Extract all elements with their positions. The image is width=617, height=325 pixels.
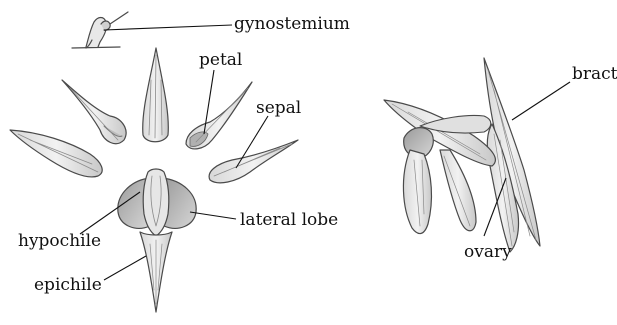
upper-left-petal-drawing [62, 80, 126, 144]
sepal-label: sepal [256, 98, 301, 118]
epichile-leader [104, 256, 146, 280]
right-sepal-drawing [209, 140, 298, 183]
petal-label: petal [199, 50, 242, 70]
gynostemium-drawing [72, 12, 128, 48]
gynostemium-label: gynostemium [234, 14, 350, 34]
flower-with-bract-drawing [384, 58, 540, 252]
labellum-drawing [118, 169, 196, 312]
bract-label: bract [572, 64, 617, 84]
lateral-lobe-leader [190, 212, 236, 219]
ovary-label: ovary [464, 242, 512, 262]
hypochile-label: hypochile [18, 231, 101, 251]
lateral-lobe-label: lateral lobe [240, 210, 338, 230]
upper-left-sepal-drawing [10, 130, 102, 177]
gynostemium-leader [104, 25, 232, 30]
dorsal-sepal-drawing [143, 48, 169, 142]
right-petal-drawing [186, 82, 252, 149]
bract-leader [512, 82, 570, 120]
epichile-label: epichile [34, 275, 102, 295]
